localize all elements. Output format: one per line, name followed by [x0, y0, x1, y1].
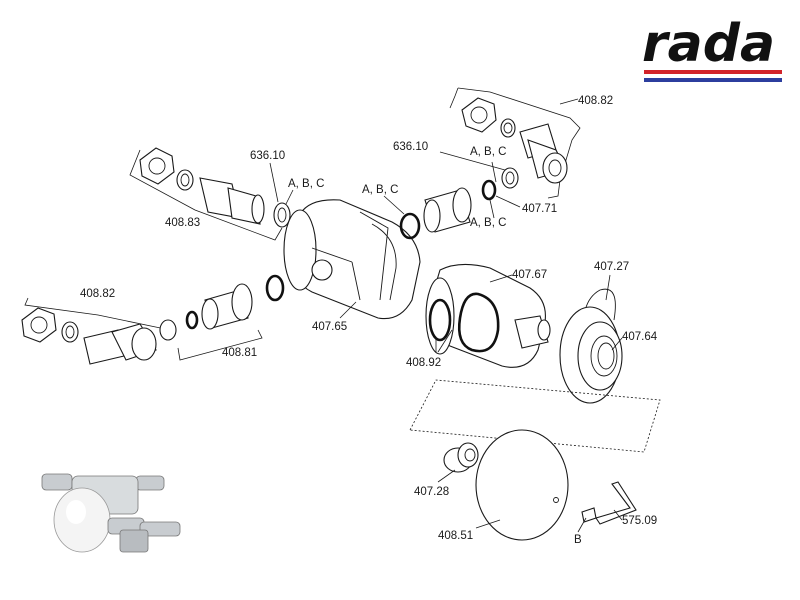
bezel-407-64	[559, 306, 623, 404]
assembled-valve-photo	[41, 473, 181, 553]
o-ring-abc-center	[399, 212, 421, 240]
label-408-92: 408.92	[406, 357, 441, 369]
label-b: B	[574, 534, 582, 546]
cartridge-407-67	[425, 263, 551, 368]
o-ring-lower	[265, 274, 285, 302]
brand-stripe-red	[644, 70, 782, 74]
dashed-assembly-outline	[409, 379, 661, 453]
leader-lines	[269, 98, 623, 533]
label-abc-center: A, B, C	[362, 184, 398, 196]
label-408-82-left: 408.82	[80, 288, 115, 300]
fitting-right	[423, 187, 472, 233]
label-407-28: 407.28	[414, 486, 449, 498]
label-407-67: 407.67	[512, 269, 547, 281]
valve-body-407-65	[283, 199, 421, 320]
hex-key-575-09	[595, 481, 637, 525]
pipe-kit-408-83	[129, 147, 283, 241]
label-408-82-top: 408.82	[578, 95, 613, 107]
label-abc-right-bottom: A, B, C	[470, 217, 506, 229]
label-407-71: 407.71	[522, 203, 557, 215]
label-abc-left: A, B, C	[288, 178, 324, 190]
brand-wordmark: rada	[642, 14, 775, 74]
label-408-81: 408.81	[222, 347, 257, 359]
part-labels: 408.82 636.10 A, B, C 408.83 636.10 A, B…	[80, 95, 658, 546]
label-636-10-right: 636.10	[393, 141, 428, 153]
brand-stripe-blue	[644, 78, 782, 82]
o-ring-lower-left	[185, 310, 199, 330]
label-408-51: 408.51	[438, 530, 473, 542]
fitting-408-81	[177, 283, 263, 361]
spindle-adaptor-407-28	[443, 442, 479, 473]
label-407-64: 407.64	[622, 331, 658, 343]
rada-logo: rada	[642, 14, 782, 82]
cover-408-51	[475, 429, 569, 541]
label-abc-right-top: A, B, C	[470, 146, 506, 158]
label-407-27: 407.27	[594, 261, 629, 273]
washer-636-10-right	[501, 167, 519, 189]
pipe-kit-408-82-top	[449, 87, 581, 199]
check-valve-407-71	[481, 179, 497, 201]
label-407-65: 407.65	[312, 321, 347, 333]
label-408-83: 408.83	[165, 217, 200, 229]
pipe-kit-408-82-left	[21, 297, 176, 365]
washer-636-10-left	[273, 202, 291, 228]
grub-screw-b	[581, 507, 597, 523]
label-575-09: 575.09	[622, 515, 657, 527]
label-636-10-left: 636.10	[250, 150, 285, 162]
washer-lower-left	[159, 319, 177, 341]
